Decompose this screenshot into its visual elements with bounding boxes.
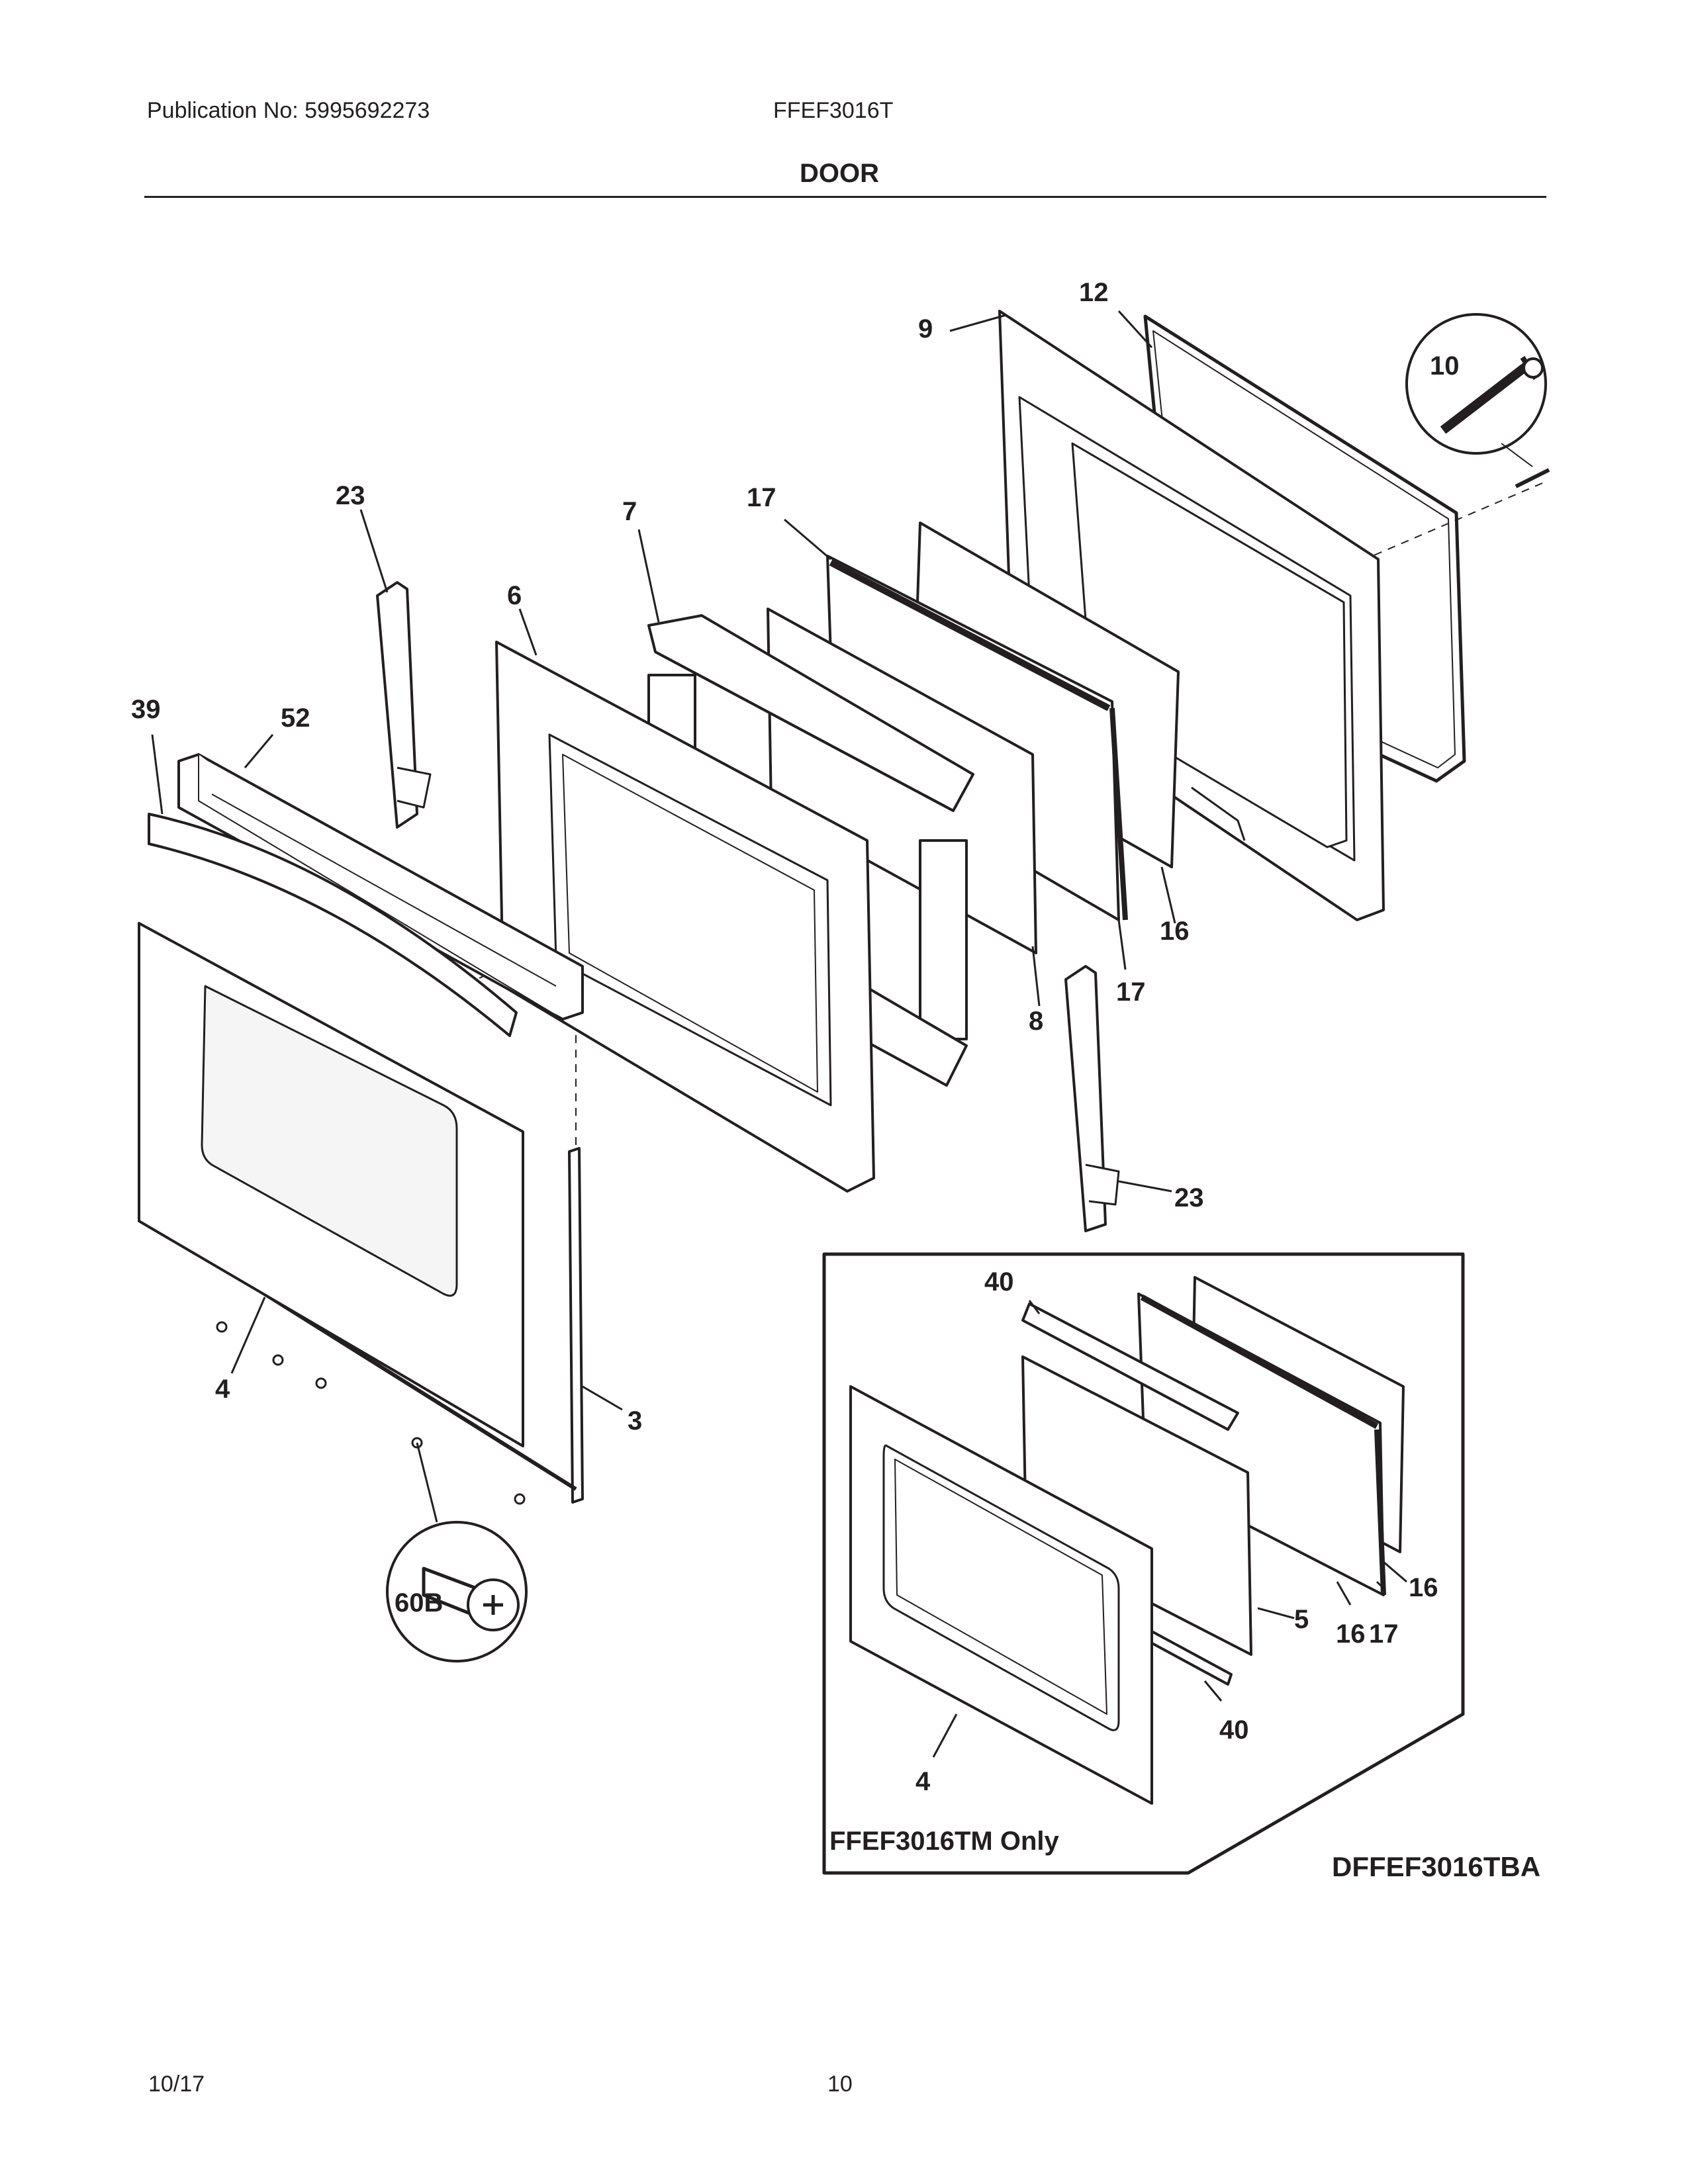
part-4-outer-door-panel [138, 922, 524, 1447]
footer-date: 10/17 [148, 2071, 205, 2097]
part-60b-screw-detail [386, 1442, 528, 1662]
callout-39: 39 [131, 695, 161, 724]
publication-number: Publication No: 5995692273 [147, 98, 430, 123]
inset-frame [822, 1252, 1465, 1875]
callout-17-top: 17 [747, 483, 776, 512]
footer-page-number: 10 [827, 2071, 853, 2097]
part-39-handle [148, 813, 518, 1037]
inset-part-17-frame [1137, 1293, 1386, 1596]
callout-8: 8 [1029, 1007, 1043, 1036]
inset-part-4-outer-panel [849, 1385, 1153, 1805]
callout-7: 7 [622, 497, 637, 526]
inset-label: FFEF3016TM Only [829, 1827, 1059, 1856]
callout-4-inset: 4 [915, 1767, 931, 1796]
part-23-hinge-top [376, 581, 432, 829]
part-52-vent-trim [177, 753, 584, 1021]
inset-leader-lines [932, 1300, 1407, 1758]
diagram-id: DFFEF3016TBA [1332, 1851, 1540, 1882]
part-10-hinge-screw-detail [1405, 313, 1550, 488]
callout-16-inset-b: 16 [1336, 1619, 1366, 1649]
callout-60b: 60B [395, 1588, 443, 1617]
callout-40-top: 40 [984, 1267, 1014, 1297]
callout-12: 12 [1079, 278, 1109, 307]
callout-10: 10 [1430, 351, 1460, 381]
header-rule [144, 196, 1546, 198]
callout-3: 3 [628, 1406, 642, 1435]
callout-23-bottom: 23 [1174, 1183, 1204, 1212]
callout-16-inset-a: 16 [1409, 1573, 1438, 1602]
callout-40-bottom: 40 [1219, 1715, 1249, 1745]
callout-9: 9 [918, 314, 933, 343]
callout-4-main: 4 [215, 1375, 230, 1404]
screw-set [216, 1321, 526, 1505]
part-9-inner-panel [998, 310, 1385, 921]
model-number: FFEF3016T [773, 98, 894, 123]
inset-part-40-bracket-top [1021, 1302, 1239, 1431]
callout-17-main: 17 [1116, 978, 1146, 1007]
callout-5: 5 [1294, 1605, 1309, 1634]
callout-17-inset: 17 [1369, 1619, 1399, 1649]
callout-23-top: 23 [336, 481, 365, 510]
part-23-hinge-bottom [1064, 965, 1120, 1232]
inset-part-5-glass [1021, 1355, 1252, 1656]
callout-6: 6 [507, 581, 522, 610]
leader-lines [151, 310, 1176, 1411]
callout-52: 52 [281, 704, 310, 733]
section-title: DOOR [800, 159, 879, 188]
callout-16-main: 16 [1160, 917, 1190, 946]
